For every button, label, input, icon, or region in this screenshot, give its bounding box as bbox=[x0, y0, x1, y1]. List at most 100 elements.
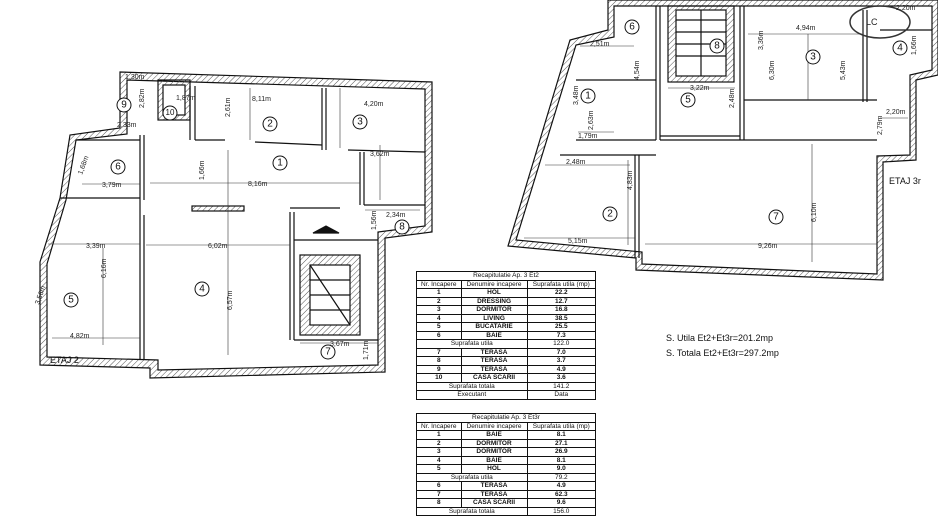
dim-label: 6,30m bbox=[769, 60, 776, 80]
col-header: Denumire incapere bbox=[460, 279, 528, 289]
dim-label: 2,61m bbox=[225, 97, 232, 117]
room-marker: 1 bbox=[272, 155, 288, 171]
svg-text:1: 1 bbox=[277, 158, 283, 169]
stamp bbox=[849, 5, 911, 39]
dim-label: 6,02m bbox=[208, 243, 228, 250]
room-marker: 8 bbox=[394, 219, 410, 235]
room-marker: 3 bbox=[352, 114, 368, 130]
svg-text:8: 8 bbox=[399, 222, 405, 233]
recap-table-et3r: Recapitulatie Ap. 3 Et3r Nr. Incapere De… bbox=[416, 413, 597, 516]
svg-text:4: 4 bbox=[897, 43, 903, 54]
room-marker: 7 bbox=[768, 209, 784, 225]
room-marker: 4 bbox=[194, 281, 210, 297]
dim-label: 3,39m bbox=[86, 243, 106, 250]
svg-text:1: 1 bbox=[585, 91, 591, 102]
room-marker: 10 bbox=[162, 105, 178, 121]
recap-table-et2: Recapitulatie Ap. 3 Et2 Nr. Incapere Den… bbox=[416, 271, 597, 400]
plan-title-etaj3r: ETAJ 3r bbox=[889, 176, 921, 186]
dim-label: 3,62m bbox=[370, 151, 390, 158]
dim-label: 6,10m bbox=[811, 202, 818, 222]
dim-label: 2,33m bbox=[117, 122, 137, 129]
dim-label: 1,66m bbox=[911, 35, 918, 55]
dim-label: 2,20m bbox=[886, 109, 906, 116]
dim-label: 1,71m bbox=[363, 340, 370, 360]
etaj3r-dimension-labels: 2,51m 4,94m 2,20m 1,66m 1,79m 3,22m 2,20… bbox=[566, 5, 918, 250]
svg-text:4: 4 bbox=[199, 284, 205, 295]
etaj2-room-markers: 1 2 3 4 5 6 7 8 9 10 bbox=[63, 97, 410, 360]
svg-text:7: 7 bbox=[773, 212, 779, 223]
dim-label: 4,82m bbox=[70, 333, 90, 340]
svg-text:9: 9 bbox=[121, 100, 127, 111]
col-header: Suprafata utila (mp) bbox=[526, 421, 597, 431]
svg-text:7: 7 bbox=[325, 347, 331, 358]
col-header: Suprafata utila (mp) bbox=[526, 279, 597, 289]
col-header: Nr. Incapere bbox=[416, 279, 462, 289]
stamp-text: LC bbox=[866, 17, 878, 27]
room-marker: 2 bbox=[262, 116, 278, 132]
dim-label: 4,20m bbox=[364, 101, 384, 108]
svg-text:2: 2 bbox=[267, 119, 273, 130]
dim-label: 4,54m bbox=[634, 60, 641, 80]
svg-text:5: 5 bbox=[685, 95, 691, 106]
dim-label: 4,83m bbox=[627, 170, 634, 190]
etaj3r-room-markers: 1 2 3 4 5 6 7 8 bbox=[580, 19, 908, 225]
etaj2-inner-wall bbox=[46, 79, 426, 371]
dim-label: 4,94m bbox=[796, 25, 816, 32]
dim-label: 3,22m bbox=[690, 85, 710, 92]
dim-label: 9,26m bbox=[758, 243, 778, 250]
dim-label: 2,51m bbox=[590, 41, 610, 48]
table-caption: Recapitulatie Ap. 3 Et2 bbox=[416, 271, 596, 281]
svg-text:3: 3 bbox=[357, 117, 363, 128]
summary-line-2: S. Totala Et2+Et3r=297.2mp bbox=[666, 348, 779, 358]
dim-label: 3,36m bbox=[758, 30, 765, 50]
dim-label: 2,34m bbox=[386, 212, 406, 219]
plan-etaj2 bbox=[39, 71, 433, 379]
dim-label: 2,20m bbox=[896, 5, 916, 12]
dim-label: 5,43m bbox=[840, 60, 847, 80]
svg-text:2: 2 bbox=[607, 209, 613, 220]
dim-label: 2,48m bbox=[729, 88, 736, 108]
dim-label: 2,63m bbox=[588, 110, 595, 130]
room-marker: 2 bbox=[602, 206, 618, 222]
room-marker: 1 bbox=[580, 88, 596, 104]
dim-label: 8,16m bbox=[248, 181, 268, 188]
room-marker: 4 bbox=[892, 40, 908, 56]
svg-text:10: 10 bbox=[166, 108, 175, 117]
dim-label: 6,57m bbox=[227, 290, 234, 310]
room-marker: 8 bbox=[709, 38, 725, 54]
room-marker: 7 bbox=[320, 344, 336, 360]
room-marker: 6 bbox=[110, 159, 126, 175]
dim-label: 2,48m bbox=[566, 159, 586, 166]
dim-label: 2,82m bbox=[139, 88, 146, 108]
dim-label: 2,79m bbox=[877, 115, 884, 135]
room-marker: 5 bbox=[680, 92, 696, 108]
dim-label: 3,67m bbox=[330, 341, 350, 348]
svg-text:6: 6 bbox=[629, 22, 635, 33]
dim-label: 5,15m bbox=[568, 238, 588, 245]
table-caption: Recapitulatie Ap. 3 Et3r bbox=[416, 413, 596, 423]
dim-label: 1,30m bbox=[125, 74, 145, 81]
room-marker: 3 bbox=[805, 49, 821, 65]
dim-label: 6,16m bbox=[101, 258, 108, 278]
svg-text:5: 5 bbox=[68, 295, 74, 306]
dim-label: 1,87m bbox=[176, 95, 196, 102]
plan-title-etaj2: ETAJ 2 bbox=[50, 355, 79, 365]
